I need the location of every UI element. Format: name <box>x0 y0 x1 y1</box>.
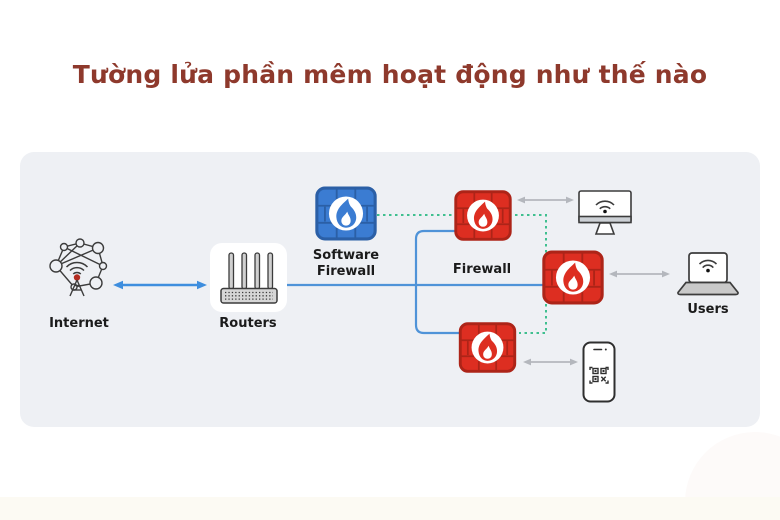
wifi-icon <box>698 259 718 269</box>
routers-label: Routers <box>219 316 277 331</box>
software-firewall-label: Software Firewall <box>312 248 380 280</box>
routers-card <box>210 243 287 312</box>
antenna-wifi-icon <box>65 261 89 275</box>
router-icon <box>219 251 278 304</box>
diagram-panel: Internet Routers <box>20 152 760 427</box>
smartphone-qr-icon <box>582 341 616 403</box>
firewall-top-icon <box>453 190 513 241</box>
desktop-monitor-wifi-icon <box>578 190 632 235</box>
internet-globe-icon <box>49 238 108 297</box>
users-label: Users <box>687 302 729 317</box>
connector-lines <box>113 196 670 366</box>
blue-network-lines <box>287 229 543 335</box>
wifi-icon <box>595 200 615 210</box>
bottom-band <box>0 497 780 520</box>
page-title: Tường lửa phần mêm hoạt động như thế nào <box>72 60 708 89</box>
software-firewall-icon <box>315 185 377 242</box>
firewall-middle-icon <box>542 250 604 305</box>
laptop-wifi-icon <box>677 252 739 296</box>
device-arrows <box>517 196 670 366</box>
qr-scan-icon <box>589 366 609 384</box>
firewall-label: Firewall <box>452 262 512 277</box>
internet-label: Internet <box>49 316 109 331</box>
firewall-bottom-icon <box>457 322 518 373</box>
internet-routers-arrow <box>113 280 207 290</box>
